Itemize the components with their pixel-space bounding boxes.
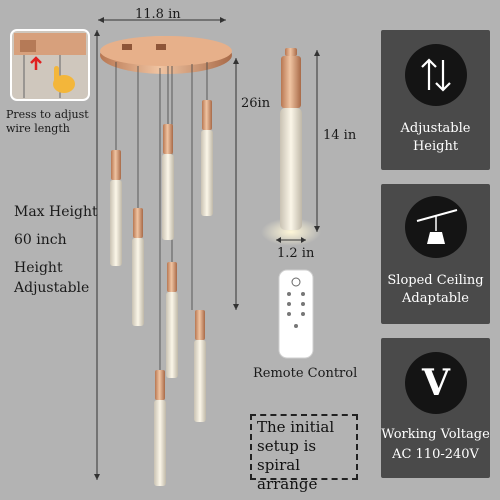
feature-sloped-ceiling: Sloped Ceiling Adaptable [381, 184, 490, 324]
spiral-note-box: The initial setup is spiral arrange [250, 414, 358, 493]
suspension-wires [115, 62, 208, 370]
pointing-hand-icon [53, 66, 75, 93]
adjustable-line1: Height [14, 260, 63, 276]
tube-height-dimension [314, 50, 320, 232]
feature-adjustable-height: Adjustable Height [381, 30, 490, 170]
tube-diameter-dimension [276, 237, 306, 243]
feature-1-line1: Adjustable [400, 121, 471, 136]
tube-diameter-label: 1.2 in [277, 246, 315, 261]
tube-3 [162, 124, 174, 240]
max-height-label: Max Height [14, 204, 98, 220]
spiral-note-text: The initial setup is spiral arrange [257, 418, 335, 493]
tube-6 [194, 310, 206, 422]
drop-length-dimension [233, 58, 239, 310]
tube-2 [132, 208, 144, 326]
ceiling-canopy [100, 36, 232, 74]
max-height-dimension [94, 30, 100, 480]
feature-working-voltage: V Working Voltage AC 110-240V [381, 338, 490, 478]
drop-length-label: 26in [241, 96, 271, 111]
tube-4 [201, 100, 213, 216]
pendant-tubes [110, 100, 213, 486]
max-height-value: 60 inch [14, 232, 67, 248]
tube-5 [166, 262, 178, 378]
voltage-glyph: V [422, 362, 450, 404]
red-up-arrow-icon [30, 56, 42, 70]
feature-3-line2: AC 110-240V [392, 447, 479, 462]
remote-control-image [278, 269, 314, 359]
tube-height-label: 14 in [323, 128, 357, 143]
inset-caption: Press to adjust wire length [6, 108, 89, 135]
canopy-width-label: 11.8 in [135, 7, 181, 22]
sloped-ceiling-lamp-icon [405, 196, 467, 258]
up-down-arrows-icon [405, 44, 467, 106]
voltage-v-icon: V [405, 352, 467, 414]
feature-1-line2: Height [412, 139, 459, 154]
remote-control-label: Remote Control [253, 366, 358, 381]
adjustable-line2: Adjustable [14, 280, 90, 296]
canopy-width-dimension [98, 17, 226, 23]
single-tube-detail [261, 48, 321, 246]
feature-2-line2: Adaptable [402, 291, 469, 306]
feature-2-line1: Sloped Ceiling [387, 273, 484, 288]
feature-3-line1: Working Voltage [381, 427, 490, 442]
tube-1 [110, 150, 122, 266]
wire-adjust-inset [10, 29, 90, 101]
tube-7 [154, 370, 166, 486]
